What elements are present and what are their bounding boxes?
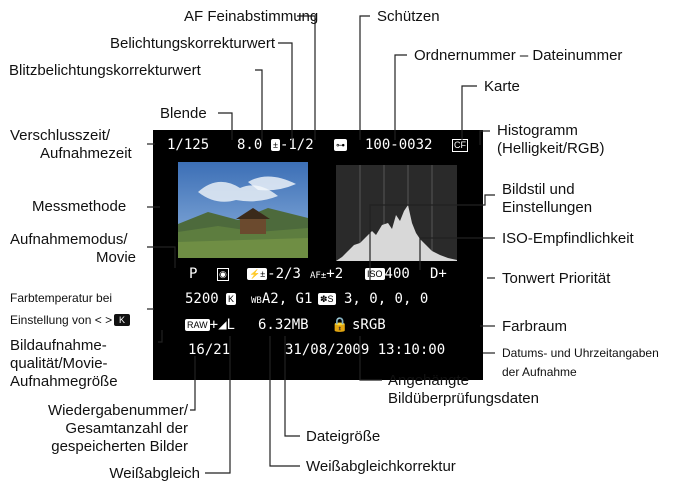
label-iso: ISO-Empfindlichkeit <box>502 230 634 248</box>
label-mode-1: Aufnahmemodus/ <box>10 231 128 249</box>
label-card: Karte <box>484 78 520 96</box>
label-picture-style-2: Einstellungen <box>502 199 592 217</box>
label-folder-file: Ordnernummer – Dateinummer <box>414 47 622 65</box>
label-quality-3: Aufnahmegröße <box>10 373 118 391</box>
label-quality-1: Bildaufnahme- <box>10 337 107 355</box>
label-flash-comp: Blitzbelichtungskorrekturwert <box>9 62 201 80</box>
label-wb-correction: Weißabgleichkorrektur <box>306 458 456 476</box>
label-histogram-2: (Helligkeit/RGB) <box>497 140 605 158</box>
label-datetime-1: Datums- und Uhrzeitangaben <box>502 343 659 363</box>
label-exposure-comp: Belichtungskorrekturwert <box>110 35 275 53</box>
label-aperture: Blende <box>160 105 207 123</box>
label-tone-priority: Tonwert Priorität <box>502 270 610 288</box>
label-picture-style-1: Bildstil und <box>502 181 575 199</box>
label-white-balance: Weißabgleich <box>10 465 200 483</box>
label-shutter-2: Aufnahmezeit <box>40 145 132 163</box>
label-histogram-1: Histogramm <box>497 122 578 140</box>
label-color-space: Farbraum <box>502 318 567 336</box>
label-playback-1: Wiedergabenummer/ <box>10 402 188 420</box>
label-playback-2: Gesamtanzahl der <box>10 420 188 438</box>
label-mode-2: Movie <box>96 249 136 267</box>
label-color-temp-2: Einstellung von < > <box>10 310 112 330</box>
label-quality-2: qualität/Movie- <box>10 355 108 373</box>
label-file-size: Dateigröße <box>306 428 380 446</box>
label-verification-2: Bildüberprüfungsdaten <box>388 390 539 408</box>
label-metering: Messmethode <box>32 198 126 216</box>
label-protect: Schützen <box>377 8 440 26</box>
wb-kelvin-icon: K <box>114 314 130 326</box>
label-verification-1: Angehängte <box>388 372 469 390</box>
label-color-temp-1: Farbtemperatur bei <box>10 288 112 308</box>
label-playback-3: gespeicherten Bilder <box>10 438 188 456</box>
label-af-fine: AF Feinabstimmung <box>184 8 318 26</box>
label-shutter-1: Verschlusszeit/ <box>10 127 110 145</box>
label-datetime-2: der Aufnahme <box>502 362 577 382</box>
